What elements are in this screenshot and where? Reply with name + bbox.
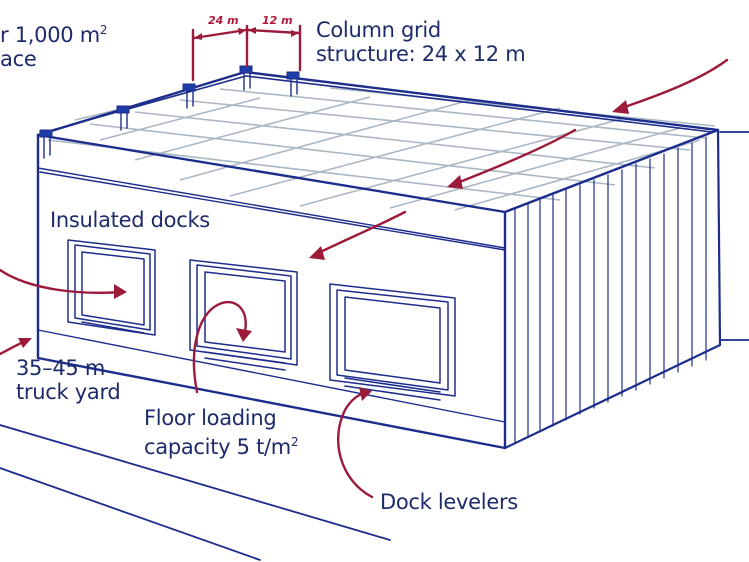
- side-wall-cladding: [514, 136, 707, 443]
- dock-door-3: [329, 283, 456, 401]
- yard-lines: [0, 131, 749, 561]
- column-grid-label: Column grid structure: 24 x 12 m: [316, 18, 526, 66]
- building-outline: [36, 70, 722, 450]
- grid-dimension-lines: [191, 24, 302, 82]
- floor-loading-line1: Floor loading: [144, 406, 277, 430]
- roof-columns: [39, 65, 300, 159]
- dock-levelers-label: Dock levelers: [380, 490, 518, 514]
- floor-space-label: r 1,000 m2 ace: [0, 18, 108, 71]
- floor-space-line1: r 1,000 m: [0, 23, 100, 47]
- floor-space-line2: ace: [0, 47, 37, 71]
- truck-yard-line1: 35–45 m: [16, 356, 105, 380]
- truck-yard-line2: truck yard: [16, 380, 121, 404]
- truck-yard-label: 35–45 m truck yard: [16, 356, 121, 404]
- floor-loading-line2: capacity 5 t/m: [144, 435, 291, 459]
- floor-space-unit-sup: 2: [99, 23, 108, 37]
- dock-door-1: [67, 239, 156, 336]
- column-grid-line2: structure: 24 x 12 m: [316, 42, 526, 66]
- dim-12-label: 12 m: [262, 14, 293, 27]
- dim-24-label: 24 m: [208, 14, 239, 27]
- floor-loading-label: Floor loading capacity 5 t/m2: [144, 406, 299, 459]
- column-grid-line1: Column grid: [316, 18, 441, 42]
- floor-loading-unit-sup: 2: [290, 435, 299, 449]
- insulated-docks-label: Insulated docks: [50, 208, 210, 232]
- annotation-arrows: [0, 58, 729, 499]
